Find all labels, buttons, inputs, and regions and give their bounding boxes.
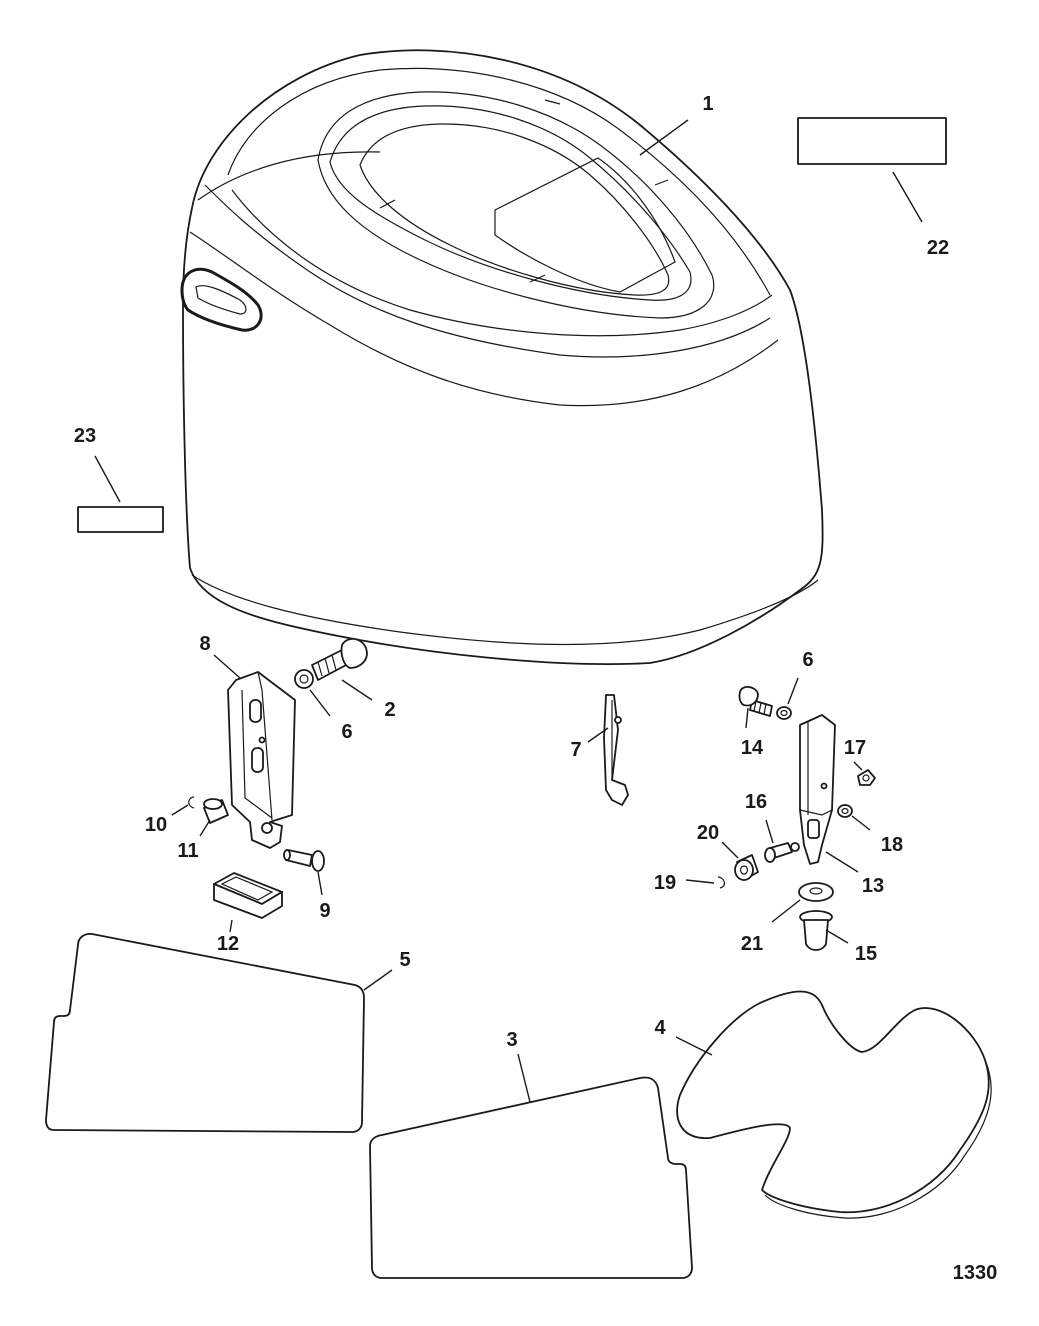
callout-18: 18 <box>881 834 903 856</box>
grommet-part-15 <box>799 910 833 951</box>
bushing-part-11 <box>203 798 229 824</box>
callout-19: 19 <box>654 872 676 894</box>
callout-5: 5 <box>399 949 410 971</box>
pad-part-5 <box>45 932 365 1133</box>
decal-part-23 <box>77 506 164 533</box>
decal-part-22 <box>797 117 947 165</box>
pin-part-16 <box>764 842 800 863</box>
washer-part-6-left <box>294 669 314 689</box>
bushing-part-20 <box>734 854 759 881</box>
bolt-part-14 <box>738 686 773 717</box>
latch-part-13 <box>799 714 836 865</box>
washer-part-21 <box>798 882 834 902</box>
callout-15: 15 <box>855 943 877 965</box>
latch-bracket-part-8 <box>227 671 296 849</box>
washer-part-18 <box>837 804 853 818</box>
callout-22: 22 <box>927 237 949 259</box>
callout-11: 11 <box>177 840 198 862</box>
nut-part-17 <box>857 769 876 786</box>
figure-number: 1330 <box>953 1262 998 1284</box>
clip-part-19 <box>717 876 726 889</box>
bolt-part-2 <box>311 638 368 681</box>
callout-23: 23 <box>74 425 96 447</box>
callout-17: 17 <box>844 737 866 759</box>
callout-16: 16 <box>745 791 767 813</box>
callout-1: 1 <box>702 93 713 115</box>
clip-part-10 <box>188 796 195 809</box>
callout-20: 20 <box>697 822 719 844</box>
callout-13: 13 <box>862 875 884 897</box>
pin-part-9 <box>283 849 325 872</box>
hook-part-7 <box>603 694 629 806</box>
callout-12: 12 <box>217 933 239 955</box>
rubber-pad-part-12 <box>213 872 283 919</box>
callout-7: 7 <box>570 739 581 761</box>
callout-10: 10 <box>145 814 167 836</box>
washer-part-6-right <box>776 706 792 720</box>
callout-6-left: 6 <box>341 721 352 743</box>
callout-2: 2 <box>384 699 395 721</box>
top-cowl-part-1 <box>180 49 824 665</box>
pad-part-4 <box>676 990 992 1219</box>
callout-6-right: 6 <box>802 649 813 671</box>
callout-21: 21 <box>741 933 763 955</box>
callout-8: 8 <box>199 633 210 655</box>
callout-9: 9 <box>319 900 330 922</box>
pad-part-3 <box>369 1076 693 1279</box>
callout-4: 4 <box>654 1017 666 1039</box>
callout-3: 3 <box>506 1029 517 1051</box>
callout-14: 14 <box>741 737 764 759</box>
